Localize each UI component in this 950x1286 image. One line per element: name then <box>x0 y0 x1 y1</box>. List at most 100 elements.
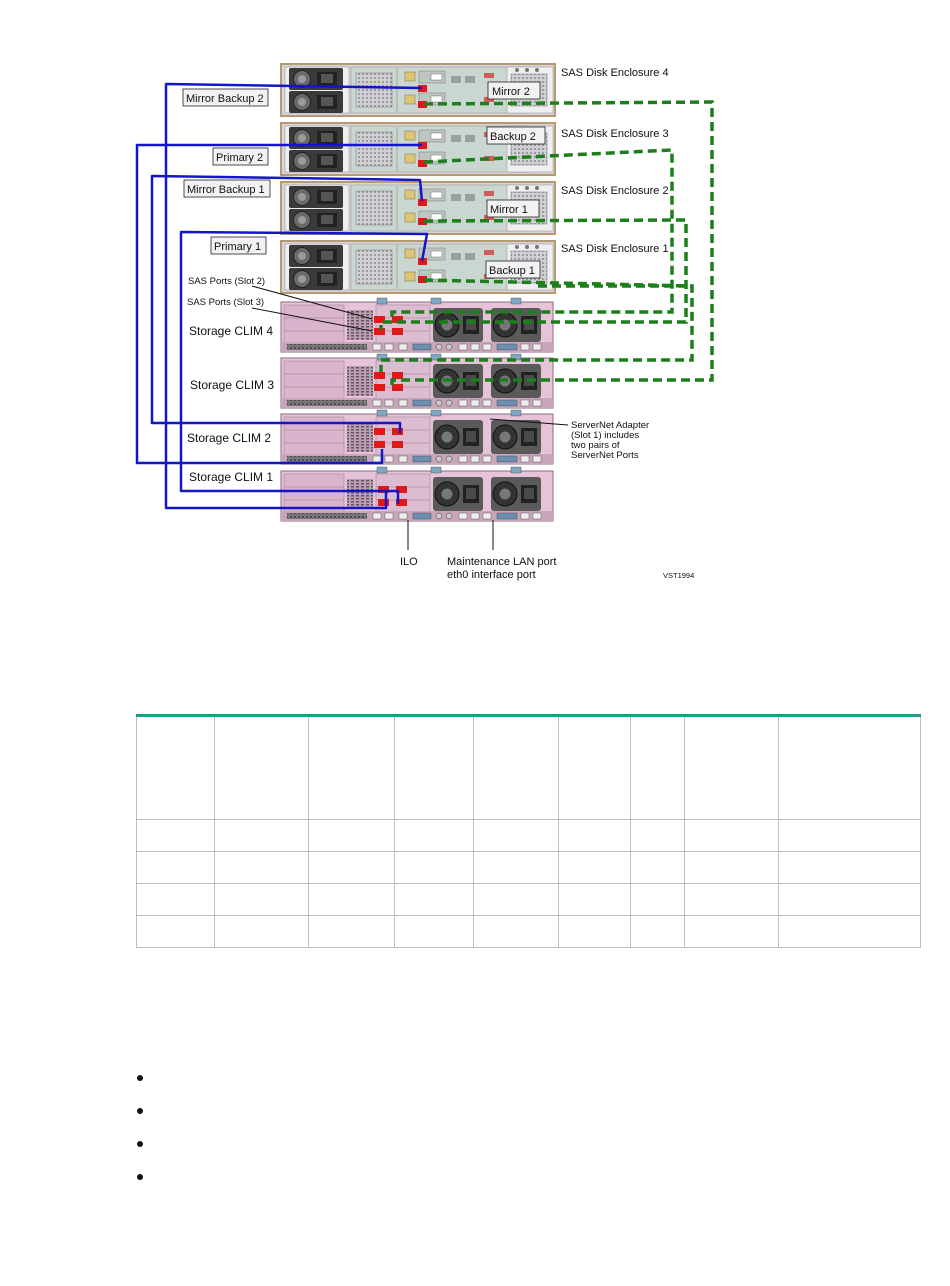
svg-text:Primary 2: Primary 2 <box>216 152 263 164</box>
table-cell <box>214 883 309 916</box>
table-cell <box>558 915 631 948</box>
table-cell <box>684 915 779 948</box>
enclosure-label-4: SAS Disk Enclosure 4 <box>561 67 669 79</box>
primary-cables <box>135 82 429 510</box>
sas-ports-slot-3-label: SAS Ports (Slot 3) <box>187 297 264 308</box>
svg-text:ServerNet Adapter: ServerNet Adapter <box>571 420 649 431</box>
svg-text:Primary 1: Primary 1 <box>214 241 261 253</box>
enclosure-label-1: SAS Disk Enclosure 1 <box>561 243 669 255</box>
table-cell <box>684 883 779 916</box>
cabling-diagram: SAS Disk Enclosure 4 SAS Disk Enclosure … <box>0 0 950 600</box>
svg-text:(Slot 1) includes: (Slot 1) includes <box>571 430 639 441</box>
table-cell <box>473 819 559 852</box>
backup-cables <box>379 100 714 389</box>
table-cell <box>308 819 395 852</box>
svg-text:ServerNet Ports: ServerNet Ports <box>571 450 639 461</box>
table-cell <box>558 851 631 884</box>
storage-clim-4 <box>281 298 553 352</box>
storage-clim-2 <box>281 410 553 464</box>
table-cell <box>473 915 559 948</box>
list-item <box>136 1068 158 1101</box>
tag-backup-1: Backup 1 <box>485 260 541 279</box>
bullet-list <box>136 1068 158 1200</box>
list-item <box>136 1167 158 1200</box>
table-header-cell <box>778 714 921 820</box>
table-cell <box>394 851 474 884</box>
table-header-cell <box>308 714 395 820</box>
maintenance-label-line-2: eth0 interface port <box>447 569 536 581</box>
table-header-cell <box>473 714 559 820</box>
clim-label-2: Storage CLIM 2 <box>187 431 271 445</box>
table-cell <box>136 851 215 884</box>
maintenance-label-line-1: Maintenance LAN port <box>447 556 556 568</box>
clim-label-4: Storage CLIM 4 <box>189 324 273 338</box>
label-primary-2: Primary 2 <box>212 147 269 166</box>
table-cell <box>214 915 309 948</box>
label-mirror-backup-1: Mirror Backup 1 <box>183 179 271 198</box>
table-cell <box>308 915 395 948</box>
table-cell <box>214 851 309 884</box>
table-cell <box>136 883 215 916</box>
table-header-row <box>136 714 921 820</box>
tag-mirror-1: Mirror 1 <box>486 199 540 218</box>
table-cell <box>558 883 631 916</box>
table-cell <box>778 915 921 948</box>
table-header-cell <box>394 714 474 820</box>
table-header-cell <box>214 714 309 820</box>
svg-text:two pairs of: two pairs of <box>571 440 620 451</box>
list-item <box>136 1101 158 1134</box>
table-cell <box>308 883 395 916</box>
tag-backup-2: Backup 2 <box>486 126 546 145</box>
table-cell <box>684 851 779 884</box>
table-cell <box>630 819 685 852</box>
label-primary-1: Primary 1 <box>210 236 267 255</box>
svg-text:Backup 1: Backup 1 <box>489 265 535 277</box>
table-header-cell <box>684 714 779 820</box>
enclosure-sas-ports <box>418 85 427 283</box>
table-row <box>136 883 921 916</box>
figure-id: VST1994 <box>663 571 694 580</box>
table-cell <box>308 851 395 884</box>
table-cell <box>394 883 474 916</box>
table-cell <box>136 819 215 852</box>
bullet-icon <box>137 1174 143 1180</box>
table-cell <box>630 851 685 884</box>
svg-text:Mirror Backup 2: Mirror Backup 2 <box>186 93 264 105</box>
ilo-label: ILO <box>400 556 418 568</box>
table-cell <box>778 883 921 916</box>
table-cell <box>558 819 631 852</box>
table-cell <box>214 819 309 852</box>
sas-ports-slot-3-leader <box>251 307 373 332</box>
storage-clim-1 <box>281 467 553 521</box>
bullet-icon <box>137 1141 143 1147</box>
table-cell <box>778 851 921 884</box>
enclosure-label-3: SAS Disk Enclosure 3 <box>561 128 669 140</box>
clim-label-1: Storage CLIM 1 <box>189 470 273 484</box>
table-header-cell <box>136 714 215 820</box>
enclosure-label-2: SAS Disk Enclosure 2 <box>561 185 669 197</box>
clim-label-3: Storage CLIM 3 <box>190 378 274 392</box>
table-cell <box>778 819 921 852</box>
table-cell <box>473 851 559 884</box>
list-item <box>136 1134 158 1167</box>
table-row <box>136 915 921 948</box>
table-cell <box>394 819 474 852</box>
sas-ports-slot-2-leader <box>251 285 373 320</box>
table-cell <box>473 883 559 916</box>
table-cell <box>630 883 685 916</box>
svg-text:Mirror Backup 1: Mirror Backup 1 <box>187 184 265 196</box>
servernet-leader <box>489 418 569 426</box>
svg-text:Backup 2: Backup 2 <box>490 131 536 143</box>
servernet-note: ServerNet Adapter (Slot 1) includes two … <box>571 420 649 461</box>
table-header-cell <box>630 714 685 820</box>
table-row <box>136 819 921 852</box>
svg-text:Mirror 1: Mirror 1 <box>490 204 528 216</box>
table-row <box>136 851 921 884</box>
table-cell <box>394 915 474 948</box>
table-cell <box>684 819 779 852</box>
table-header-cell <box>558 714 631 820</box>
table-cell <box>136 915 215 948</box>
clim-sas-ports <box>374 316 407 506</box>
label-mirror-backup-2: Mirror Backup 2 <box>182 88 269 107</box>
bullet-icon <box>137 1075 143 1081</box>
